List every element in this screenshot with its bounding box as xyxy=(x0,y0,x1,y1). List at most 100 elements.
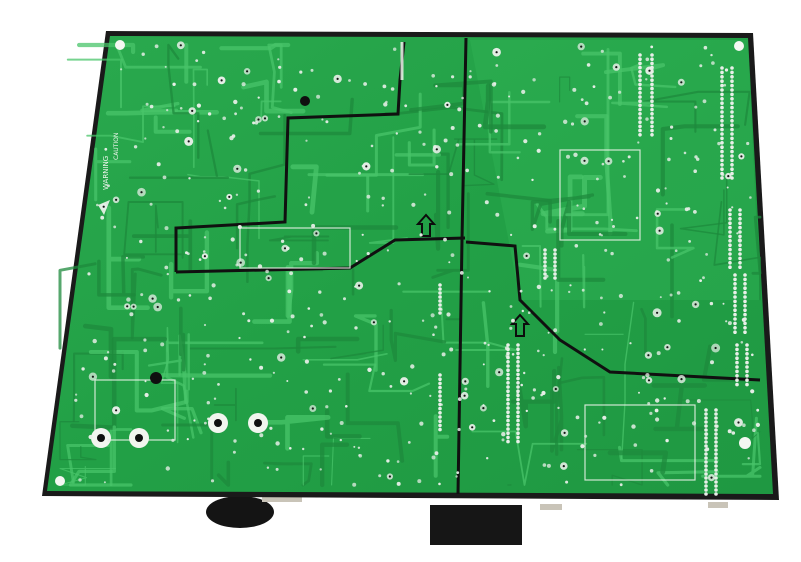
header-pin xyxy=(738,243,742,247)
solder-pad xyxy=(287,290,291,294)
solder-pad xyxy=(443,238,447,242)
solder-pad xyxy=(438,483,441,486)
solder-pad-hole xyxy=(115,199,117,201)
header-pin xyxy=(516,385,520,389)
solder-pad xyxy=(107,184,110,187)
header-pin xyxy=(506,389,510,393)
solder-pad xyxy=(510,305,513,308)
solder-pad xyxy=(710,360,714,364)
header-pin xyxy=(745,348,749,352)
header-pin xyxy=(650,112,654,116)
mount-hole-d xyxy=(150,372,162,384)
solder-pad-hole xyxy=(583,160,585,162)
solder-pad-hole xyxy=(152,298,154,300)
solder-pad xyxy=(441,404,443,406)
header-pin xyxy=(438,382,442,386)
header-pin xyxy=(745,374,749,378)
solder-pad-hole xyxy=(580,46,582,48)
solder-pad xyxy=(207,401,210,404)
solder-pad xyxy=(688,240,691,243)
solder-pad xyxy=(354,326,357,329)
solder-pad xyxy=(222,117,226,121)
solder-pad xyxy=(142,53,145,56)
header-pin xyxy=(735,370,739,374)
solder-pad-hole xyxy=(280,356,282,358)
header-pin xyxy=(730,101,734,105)
solder-pad xyxy=(340,421,344,425)
header-pin xyxy=(714,432,718,436)
solder-pad xyxy=(387,249,389,251)
header-pin xyxy=(638,133,642,137)
header-pin xyxy=(730,71,734,75)
solder-pad xyxy=(391,87,395,91)
solder-pad xyxy=(657,351,661,355)
solder-pad xyxy=(686,399,690,403)
solder-pad xyxy=(693,210,697,214)
header-pin xyxy=(438,311,442,315)
trace xyxy=(108,112,217,113)
header-pin xyxy=(730,128,734,132)
solder-pad xyxy=(305,360,309,364)
solder-pad xyxy=(134,145,137,148)
solder-pad xyxy=(650,469,654,473)
header-pin xyxy=(733,286,737,290)
solder-pad xyxy=(257,190,260,193)
header-pin xyxy=(506,398,510,402)
solder-pad xyxy=(348,79,351,82)
header-pin xyxy=(728,230,732,234)
header-pin xyxy=(543,268,547,272)
solder-pad xyxy=(252,121,255,124)
header-pin xyxy=(738,252,742,256)
header-pin xyxy=(650,78,654,82)
header-pin xyxy=(730,141,734,145)
header-pin xyxy=(743,300,747,304)
header-pin xyxy=(704,456,708,460)
solder-pad xyxy=(543,463,547,467)
header-pin xyxy=(438,303,442,307)
solder-pad xyxy=(287,330,290,333)
header-pin xyxy=(543,264,547,268)
header-pin xyxy=(714,448,718,452)
solder-pad xyxy=(675,249,678,252)
solder-pad xyxy=(75,394,77,396)
header-pin xyxy=(720,137,724,141)
solder-pad xyxy=(710,54,712,56)
solder-pad xyxy=(238,225,242,229)
solder-pad xyxy=(371,145,374,148)
header-pin xyxy=(733,313,737,317)
solder-pad xyxy=(193,419,195,421)
solder-pad xyxy=(390,385,393,388)
header-pin xyxy=(730,159,734,163)
header-pin xyxy=(714,488,718,492)
solder-pad xyxy=(150,203,153,206)
header-pin xyxy=(714,492,718,496)
pad-large-4-hole xyxy=(254,419,262,427)
solder-pad xyxy=(520,384,523,387)
header-pin xyxy=(638,91,642,95)
solder-pad xyxy=(585,101,589,105)
header-pin xyxy=(516,373,520,377)
solder-pad xyxy=(157,162,161,166)
solder-pad xyxy=(206,354,210,358)
solder-pad xyxy=(433,145,437,149)
header-pin xyxy=(745,370,749,374)
solder-pad xyxy=(418,131,421,134)
solder-pad xyxy=(670,294,673,297)
header-pin xyxy=(743,308,747,312)
solder-pad xyxy=(330,433,332,435)
solder-pad xyxy=(556,375,560,379)
solder-pad xyxy=(234,112,237,115)
header-pin xyxy=(438,283,442,287)
header-pin xyxy=(516,368,520,372)
solder-pad xyxy=(299,71,302,74)
header-pin xyxy=(650,83,654,87)
solder-pad xyxy=(510,234,512,236)
solder-pad xyxy=(580,444,584,448)
header-pin xyxy=(735,352,739,356)
solder-pad xyxy=(202,371,206,375)
solder-pad-hole xyxy=(666,346,668,348)
solder-pad xyxy=(417,479,421,483)
header-pin xyxy=(516,356,520,360)
solder-pad xyxy=(717,142,720,145)
